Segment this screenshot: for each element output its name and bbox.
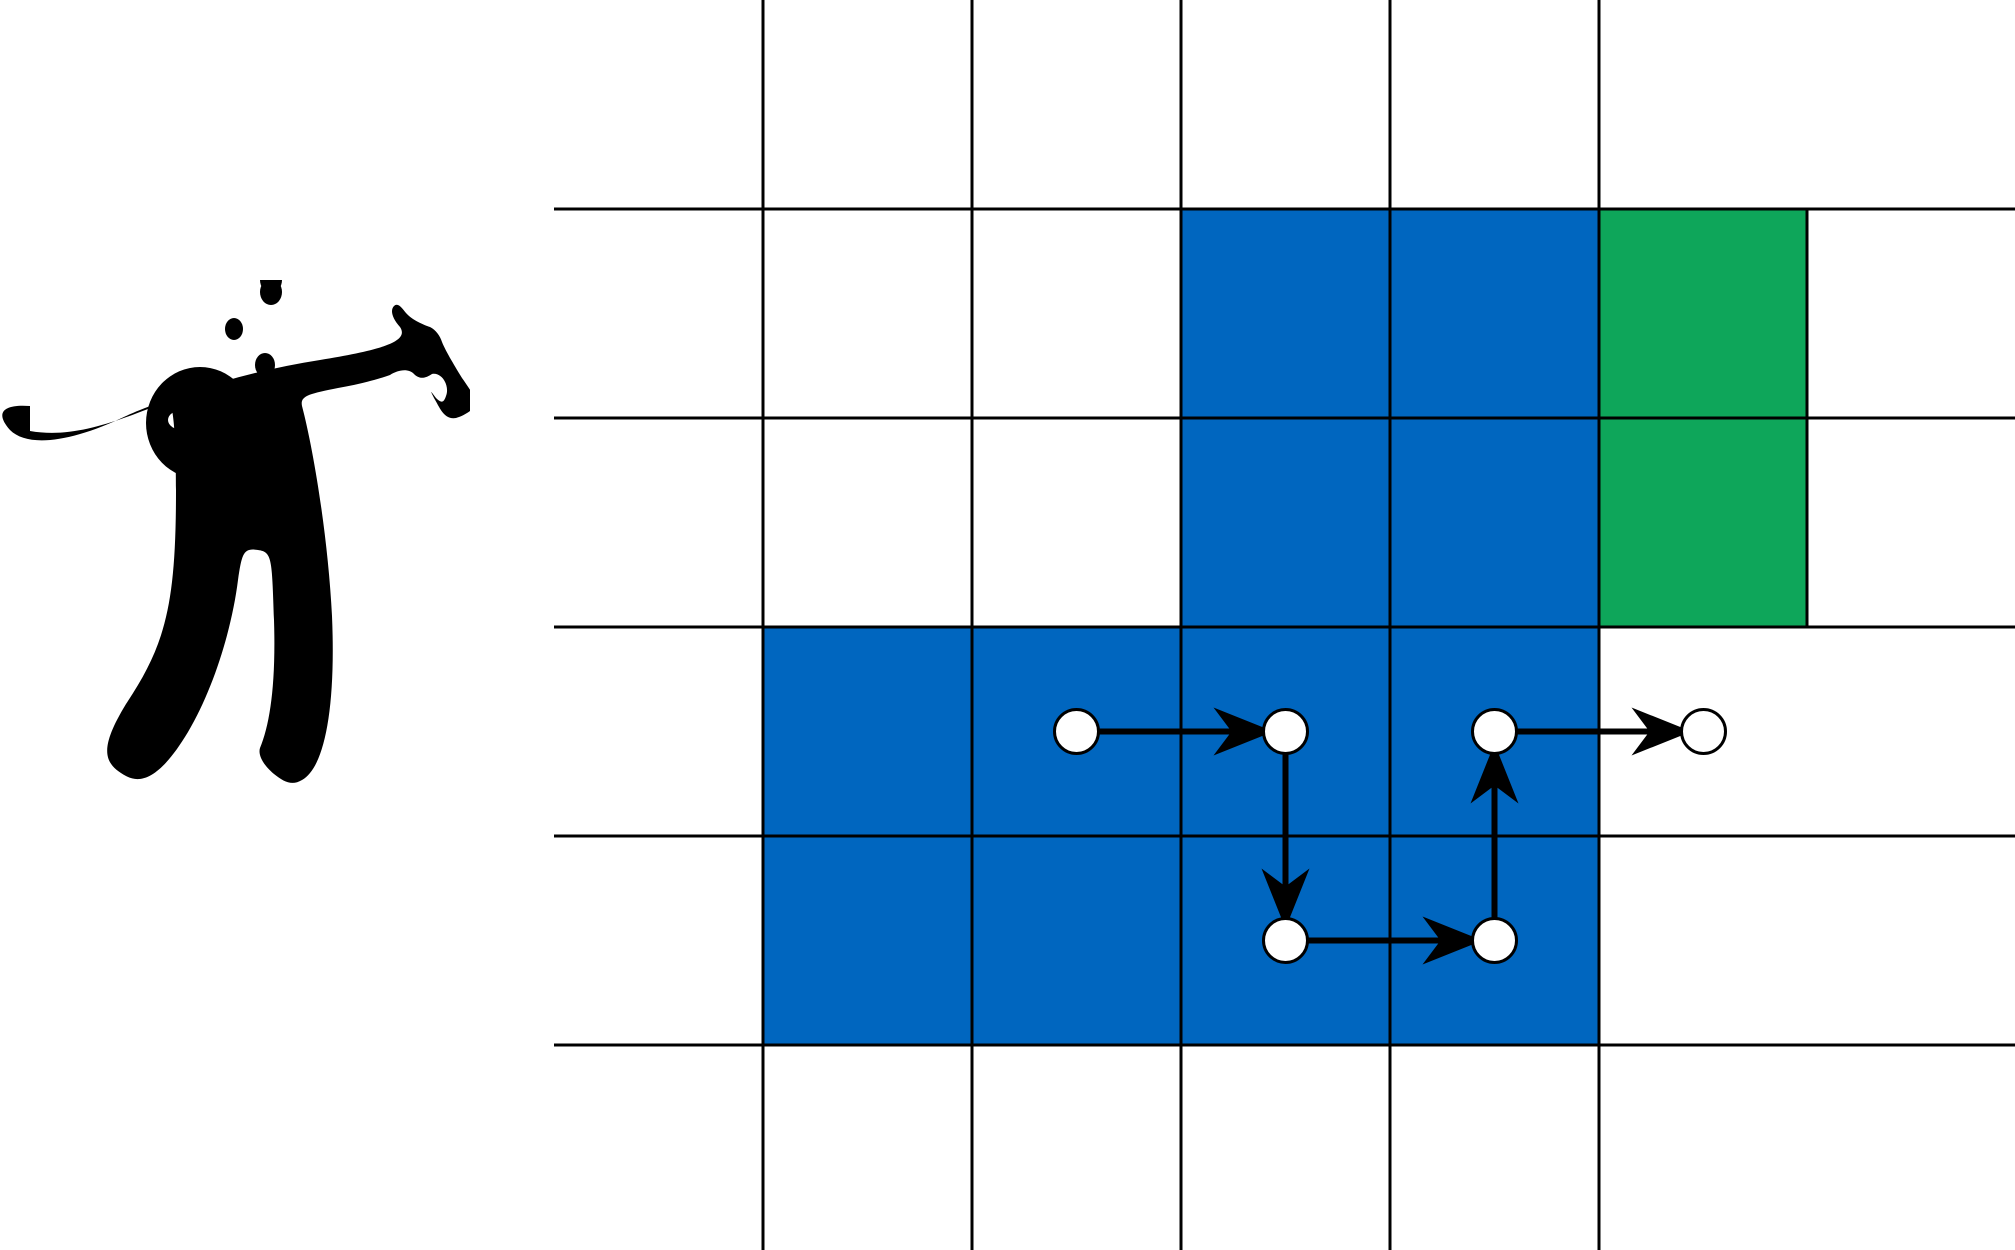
path-nodes (1053, 708, 1727, 964)
path-node (1680, 708, 1727, 755)
path-node (1053, 708, 1100, 755)
path-node (1262, 708, 1309, 755)
drunk-person-icon (2, 280, 470, 783)
green-cell (1599, 418, 1808, 627)
green-cell (1599, 209, 1808, 418)
blue-cell (1181, 209, 1390, 418)
path-arrows (1098, 707, 1692, 965)
blue-cell (763, 836, 972, 1045)
blue-cell (1181, 418, 1390, 627)
path-node (1471, 917, 1518, 964)
blue-cell (763, 627, 972, 836)
blue-cell (972, 836, 1181, 1045)
path-node (1471, 708, 1518, 755)
path-node (1262, 917, 1309, 964)
blue-cell (1390, 209, 1599, 418)
grid-lines (554, 0, 2015, 1250)
blue-cell (1390, 418, 1599, 627)
